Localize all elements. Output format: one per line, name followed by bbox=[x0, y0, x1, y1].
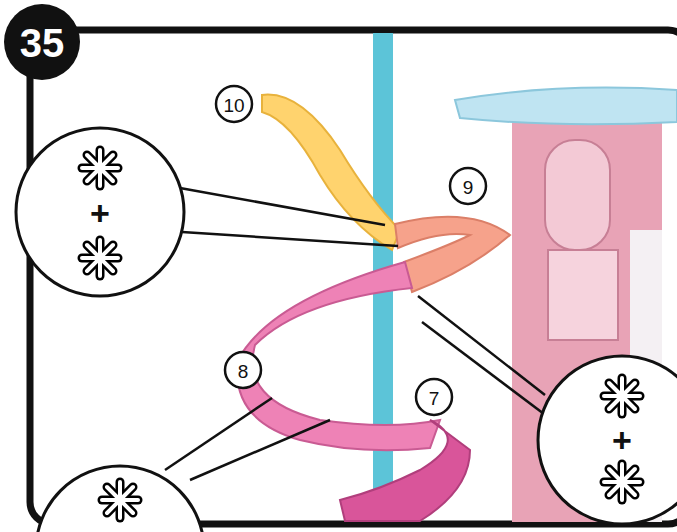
callout-number: 10 bbox=[223, 96, 244, 115]
callout-number: 7 bbox=[429, 389, 440, 408]
plus-sign: + bbox=[90, 196, 110, 230]
slide-8 bbox=[237, 262, 440, 450]
callout-circle bbox=[16, 128, 184, 296]
slide-7 bbox=[340, 420, 470, 521]
slide-10 bbox=[262, 95, 400, 250]
callout-number: 9 bbox=[463, 178, 474, 197]
number-circles bbox=[216, 86, 486, 415]
slide-9 bbox=[395, 217, 510, 292]
step-badge bbox=[4, 4, 80, 80]
step-number: 35 bbox=[20, 23, 65, 63]
callout-circle bbox=[538, 356, 677, 524]
leader-lines bbox=[165, 188, 552, 480]
callout-circle bbox=[36, 466, 204, 532]
platform bbox=[455, 88, 677, 125]
callout-number: 8 bbox=[238, 362, 249, 381]
plus-sign: + bbox=[612, 423, 632, 457]
